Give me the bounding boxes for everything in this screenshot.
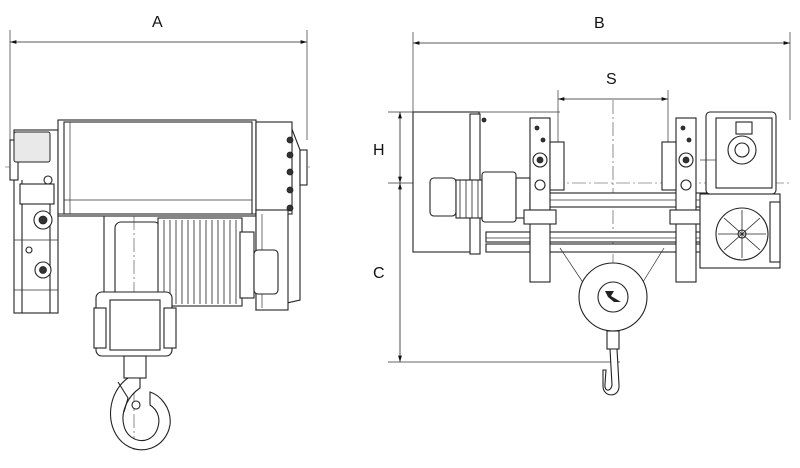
left-side-plate bbox=[523, 117, 565, 283]
dimension-a-label: A bbox=[152, 14, 163, 31]
left-end-frame bbox=[9, 129, 59, 314]
dimension-s-label: S bbox=[606, 71, 617, 88]
side-hook-block bbox=[93, 216, 177, 451]
side-view: A bbox=[5, 14, 312, 451]
travel-motor bbox=[429, 171, 531, 223]
dimension-h-label: H bbox=[373, 142, 385, 159]
right-side-plate bbox=[661, 117, 703, 283]
dimension-c-label: C bbox=[373, 265, 385, 282]
dimension-b-label: B bbox=[594, 15, 605, 32]
front-view: B S H C bbox=[373, 15, 791, 396]
front-hook-block bbox=[559, 247, 665, 396]
right-gearbox bbox=[700, 111, 777, 195]
fan-motor bbox=[699, 193, 781, 269]
hoist-motor bbox=[114, 217, 279, 307]
rope-drum bbox=[57, 119, 257, 217]
logo-icon bbox=[605, 291, 621, 302]
